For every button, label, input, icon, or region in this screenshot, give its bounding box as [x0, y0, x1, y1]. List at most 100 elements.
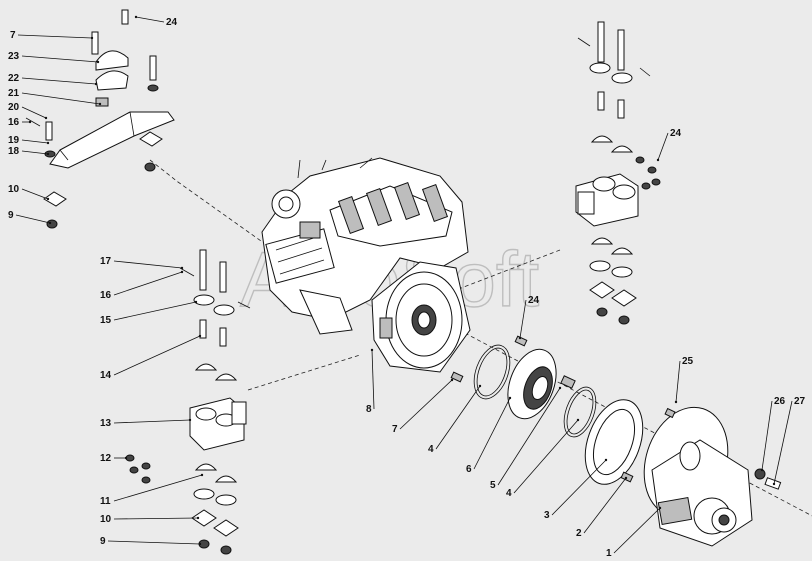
- leader-dot-c1: [658, 506, 662, 510]
- leader-line-c24a: [135, 16, 165, 23]
- leader-line-c24c: [519, 299, 527, 339]
- leader-line-c7b: [399, 379, 453, 430]
- callout-c11: 11: [100, 496, 111, 507]
- callout-c27: 27: [794, 396, 806, 407]
- leader-dot-c24c: [518, 336, 522, 340]
- leader-dot-c21: [98, 102, 102, 106]
- leader-line-c8: [371, 349, 375, 410]
- leader-line-c25: [675, 360, 681, 403]
- callout-c5: 5: [490, 480, 496, 491]
- callout-c22: 22: [8, 73, 20, 84]
- callout-c12: 12: [100, 453, 112, 464]
- leader-line-c22: [21, 77, 97, 85]
- callout-c20: 20: [8, 102, 20, 113]
- leader-line-c9b: [107, 540, 201, 545]
- leader-dot-c24a: [134, 15, 138, 19]
- leader-dot-c16b: [180, 270, 184, 274]
- leader-line-c9a: [15, 214, 51, 224]
- leader-line-c5: [497, 387, 561, 486]
- callout-c8: 8: [366, 404, 372, 415]
- callout-c21: 21: [8, 88, 20, 99]
- left-rear-support-assembly: [125, 249, 251, 555]
- leader-line-c6: [473, 397, 511, 470]
- leader-dot-c19: [46, 141, 50, 145]
- leader-dot-c15: [194, 300, 198, 304]
- leader-dot-c17: [180, 266, 184, 270]
- leader-line-c26: [761, 400, 773, 471]
- assembly-axes: [149, 159, 812, 517]
- leader-dot-c5: [558, 386, 562, 390]
- callout-c24c: 24: [528, 295, 540, 306]
- callout-c3: 3: [544, 510, 550, 521]
- leader-dot-c4a: [478, 384, 482, 388]
- leader-line-c13: [113, 419, 191, 424]
- engine-block: [261, 157, 469, 335]
- callout-c26: 26: [774, 396, 786, 407]
- leader-dot-c10b: [196, 516, 200, 520]
- callout-c10b: 10: [100, 514, 112, 525]
- callout-c15: 15: [100, 315, 112, 326]
- leader-line-c23: [21, 55, 99, 63]
- callout-labels: 2472322212016191810924171615141312111098…: [8, 15, 806, 559]
- leader-dot-c7a: [90, 36, 94, 40]
- callout-c1: 1: [606, 548, 612, 559]
- leader-line-c4a: [435, 385, 481, 450]
- leader-line-c10a: [21, 188, 49, 200]
- leader-line-c15: [113, 301, 197, 321]
- leader-dot-c11: [200, 473, 204, 477]
- leader-line-c16b: [113, 271, 183, 296]
- callout-c2: 2: [576, 528, 582, 539]
- leader-line-c19: [21, 139, 49, 144]
- leader-line-c7a: [17, 34, 93, 39]
- leader-dot-c20: [44, 116, 48, 120]
- callout-c9a: 9: [8, 210, 14, 221]
- leader-line-c1: [613, 507, 661, 554]
- callout-c17: 17: [100, 256, 112, 267]
- callout-c13: 13: [100, 418, 112, 429]
- leader-dot-c22: [94, 82, 98, 86]
- right-rear-support-assembly: [575, 21, 661, 325]
- leader-dot-c24b: [656, 158, 660, 162]
- leader-dot-c13: [188, 418, 192, 422]
- callout-c10a: 10: [8, 184, 20, 195]
- leader-line-c21: [21, 92, 101, 105]
- callout-c9b: 9: [100, 536, 106, 547]
- leader-dot-c14: [198, 334, 202, 338]
- leader-line-c24b: [657, 132, 669, 161]
- callout-c19: 19: [8, 135, 20, 146]
- callout-c24b: 24: [670, 128, 682, 139]
- leader-dot-c16a: [28, 120, 32, 124]
- leader-line-c10b: [113, 517, 199, 520]
- leader-dot-c8: [370, 348, 374, 352]
- leader-dot-c27: [772, 482, 776, 486]
- callout-c23: 23: [8, 51, 20, 62]
- leader-dot-c9a: [48, 221, 52, 225]
- front-support-assembly: [25, 9, 175, 229]
- leader-line-c3: [551, 459, 607, 516]
- leader-dot-c10a: [46, 197, 50, 201]
- leader-line-c4b: [513, 419, 579, 494]
- leader-line-c18: [21, 150, 49, 155]
- gearbox-housing: [643, 406, 782, 547]
- leader-dot-c12: [124, 456, 128, 460]
- leader-dot-c23: [96, 60, 100, 64]
- callout-c16a: 16: [8, 117, 20, 128]
- clutch-assembly: [450, 335, 644, 485]
- leader-dot-c6: [508, 396, 512, 400]
- callout-c7a: 7: [10, 30, 16, 41]
- callout-c16b: 16: [100, 290, 112, 301]
- leader-dot-c25: [674, 400, 678, 404]
- leader-dot-c7b: [450, 378, 454, 382]
- leader-dot-c9b: [198, 542, 202, 546]
- callout-c4b: 4: [506, 488, 512, 499]
- leader-line-c14: [113, 335, 201, 376]
- leader-line-c11: [113, 474, 203, 502]
- callout-c6: 6: [466, 464, 472, 475]
- callout-c4a: 4: [428, 444, 434, 455]
- callout-c25: 25: [682, 356, 694, 367]
- leader-line-c20: [21, 106, 47, 119]
- leader-line-c17: [113, 260, 183, 269]
- leader-line-c27: [773, 400, 793, 485]
- callout-c18: 18: [8, 146, 20, 157]
